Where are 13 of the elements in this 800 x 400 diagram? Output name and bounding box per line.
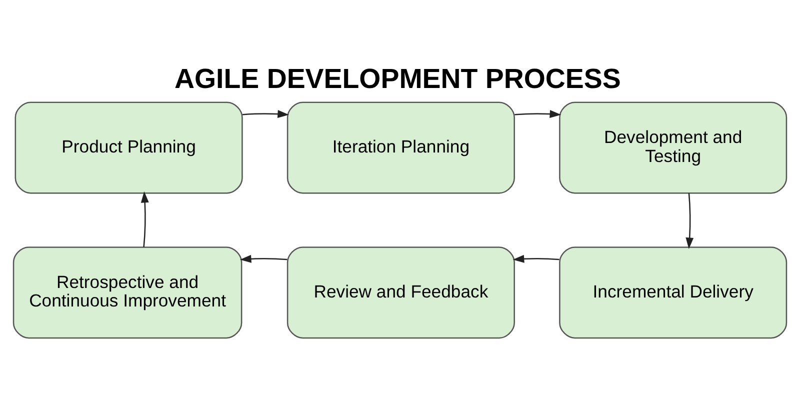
arrow	[242, 110, 289, 118]
arrow	[512, 254, 560, 263]
arrow	[686, 193, 694, 250]
node-box: Incremental Delivery	[559, 246, 788, 339]
arrow	[240, 254, 288, 263]
diagram-title: AGILE DEVELOPMENT PROCESS	[174, 62, 621, 94]
arrow	[140, 191, 149, 248]
node-box: Review and Feedback	[286, 246, 515, 339]
node-box: Development and Testing	[559, 102, 788, 194]
arrow	[514, 110, 562, 118]
node-box: Retrospective and Continuous Improvement	[12, 246, 242, 339]
node-box: Product Planning	[14, 102, 243, 194]
node-box: Iteration Planning	[286, 102, 515, 194]
